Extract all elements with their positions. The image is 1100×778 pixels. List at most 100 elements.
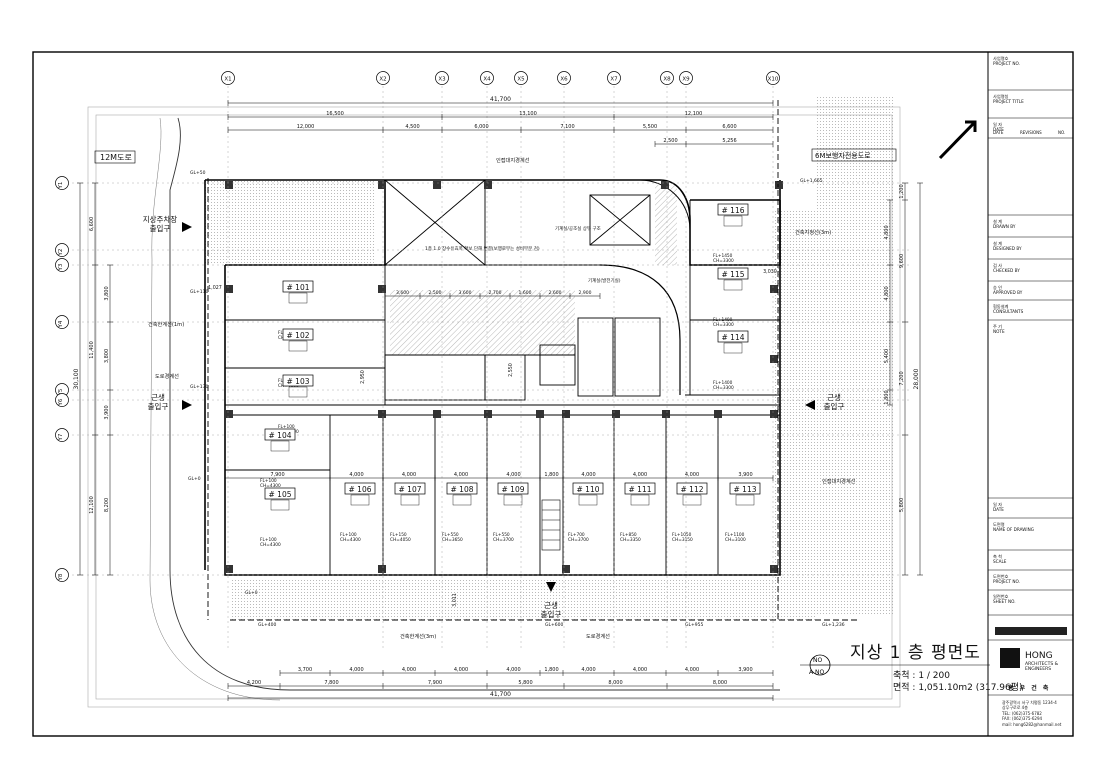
dimension-label: 3,030: [763, 269, 777, 275]
unit-tag-box: [264, 487, 296, 500]
unit-number: # 101: [287, 283, 310, 292]
curved-wall-corner: [639, 179, 691, 231]
grid-bubble-y: [55, 315, 69, 329]
unit-area-table: [503, 494, 523, 506]
title-block-label-en: PROJECT NO.: [993, 61, 1020, 66]
dimension-label: 2,500: [663, 138, 677, 144]
revision-column-header: REVISIONS: [1020, 130, 1042, 135]
section-marker-icon: NO A NO: [800, 654, 990, 676]
grid-label-y: Y8: [58, 573, 64, 581]
dimension-label: 7,900: [428, 680, 442, 686]
dimension-label: 1,600: [519, 290, 532, 296]
revision-column-header: DATE: [993, 130, 1004, 135]
dimension-label: 4,000: [349, 667, 363, 673]
unit-floor-level: FL+100: [260, 537, 277, 543]
unit-area-table: [723, 279, 743, 291]
dimension-label: 41,700: [490, 691, 511, 698]
unit-tag-box: [717, 203, 749, 216]
unit-floor-level: FL+100: [340, 532, 357, 538]
marker-ref-top: NO: [813, 657, 822, 664]
gl-level: GL+130: [190, 384, 208, 390]
dimension-label: 13,100: [519, 111, 537, 117]
setback-right-label: 건축지정선(3m): [795, 228, 831, 236]
dimension-label: 1,200: [899, 184, 905, 198]
unit-number: # 112: [681, 485, 704, 494]
dimension-label: 7,800: [324, 680, 338, 686]
unit-area-table: [400, 494, 420, 506]
grid-label-x: X3: [438, 77, 446, 83]
corridor-lines: [225, 179, 780, 416]
unit-number: # 103: [287, 377, 310, 386]
grid-lines-x: [227, 86, 774, 650]
unit-number: # 105: [269, 490, 292, 499]
unit-ceiling-height: CH=3300: [713, 258, 734, 264]
dimension-label: 3,800: [104, 286, 110, 300]
unit-number: # 116: [722, 206, 745, 215]
unit-tag-box: [497, 482, 529, 495]
site-top-label: 인접대지경계선: [496, 156, 530, 164]
title-block-label-ko: 축 척: [993, 553, 1002, 560]
title-block-label-ko: 승 인: [993, 284, 1002, 290]
unit-partitions-right: [685, 200, 780, 396]
structural-columns: [225, 181, 783, 573]
unit-tag-box: [624, 482, 656, 495]
dimension-label: 6,000: [474, 124, 488, 130]
title-block-label-en: CHECKED BY: [993, 268, 1020, 273]
grid-label-x: X7: [610, 77, 618, 83]
street-right-label: 6M보행자전용도로: [815, 151, 871, 160]
unit-tag-box: [264, 428, 296, 441]
dimension-label: 12,100: [685, 111, 703, 117]
dimension-label: 4,000: [349, 472, 363, 478]
curved-wall: [599, 264, 681, 395]
dimension-label: 1,027: [208, 285, 222, 291]
gl-level: GL+1,236: [822, 622, 845, 628]
firm-address: 광주광역시 서구 치평동 1234-4 상무구로로 4층 TEL: (062)3…: [1002, 700, 1062, 727]
drawing-title: 지상 1 층 평면도: [850, 643, 981, 663]
gl-level: GL+1,665: [800, 178, 823, 184]
grid-bubble-x: [660, 71, 674, 85]
grid-label-x: X2: [379, 77, 386, 83]
grid-label-x: X10: [768, 77, 779, 83]
grid-label-y: Y7: [58, 433, 64, 441]
unit-tag-box: [572, 482, 604, 495]
dimension-label: 4,000: [506, 472, 520, 478]
dimension-label: 4,800: [884, 225, 890, 239]
title-block-label-ko: 도면명: [993, 521, 1005, 527]
void-note: 기계실/공조실 상부 구조: [555, 225, 601, 232]
unit-ceiling-height: CH=4050: [390, 537, 411, 543]
title-block-label-en: PROJECT TITLE: [993, 99, 1024, 104]
grid-label-y: Y6: [58, 398, 64, 406]
entrance-left-label-line: 출입구: [148, 401, 169, 411]
title-block-label-en: DRAWN BY: [993, 224, 1016, 229]
unit-tag-box: [282, 280, 314, 293]
unit-number: # 109: [502, 485, 525, 494]
title-block-label-ko: 일 자: [993, 501, 1002, 508]
unit-ceiling-height: CH=3150: [672, 537, 693, 543]
unit-number: # 107: [399, 485, 422, 494]
unit-ceiling-height: CH=3350: [620, 537, 641, 543]
unit-tag-box: [717, 267, 749, 280]
firm-signature: 홍 우 건 축: [1008, 685, 1051, 692]
gl-level: GL+0: [245, 590, 258, 596]
grid-bubble-y: [55, 176, 69, 190]
firm-name: HONG: [1025, 651, 1053, 661]
unit-ceiling-height: CH=3650: [442, 537, 463, 543]
entrance-parking-label-line: 출입구: [150, 223, 171, 233]
dimension-label: 2,950: [360, 370, 366, 384]
unit-tag-box: [344, 482, 376, 495]
unit-number: # 114: [722, 333, 745, 342]
grid-bubble-x: [221, 71, 235, 85]
dimension-label: 12,100: [89, 496, 95, 514]
dimension-label: 3,900: [738, 667, 752, 673]
dimension-label: 4,000: [633, 472, 647, 478]
unit-floor-level: FL+1100: [725, 532, 745, 538]
dimension-label: 16,500: [326, 111, 344, 117]
